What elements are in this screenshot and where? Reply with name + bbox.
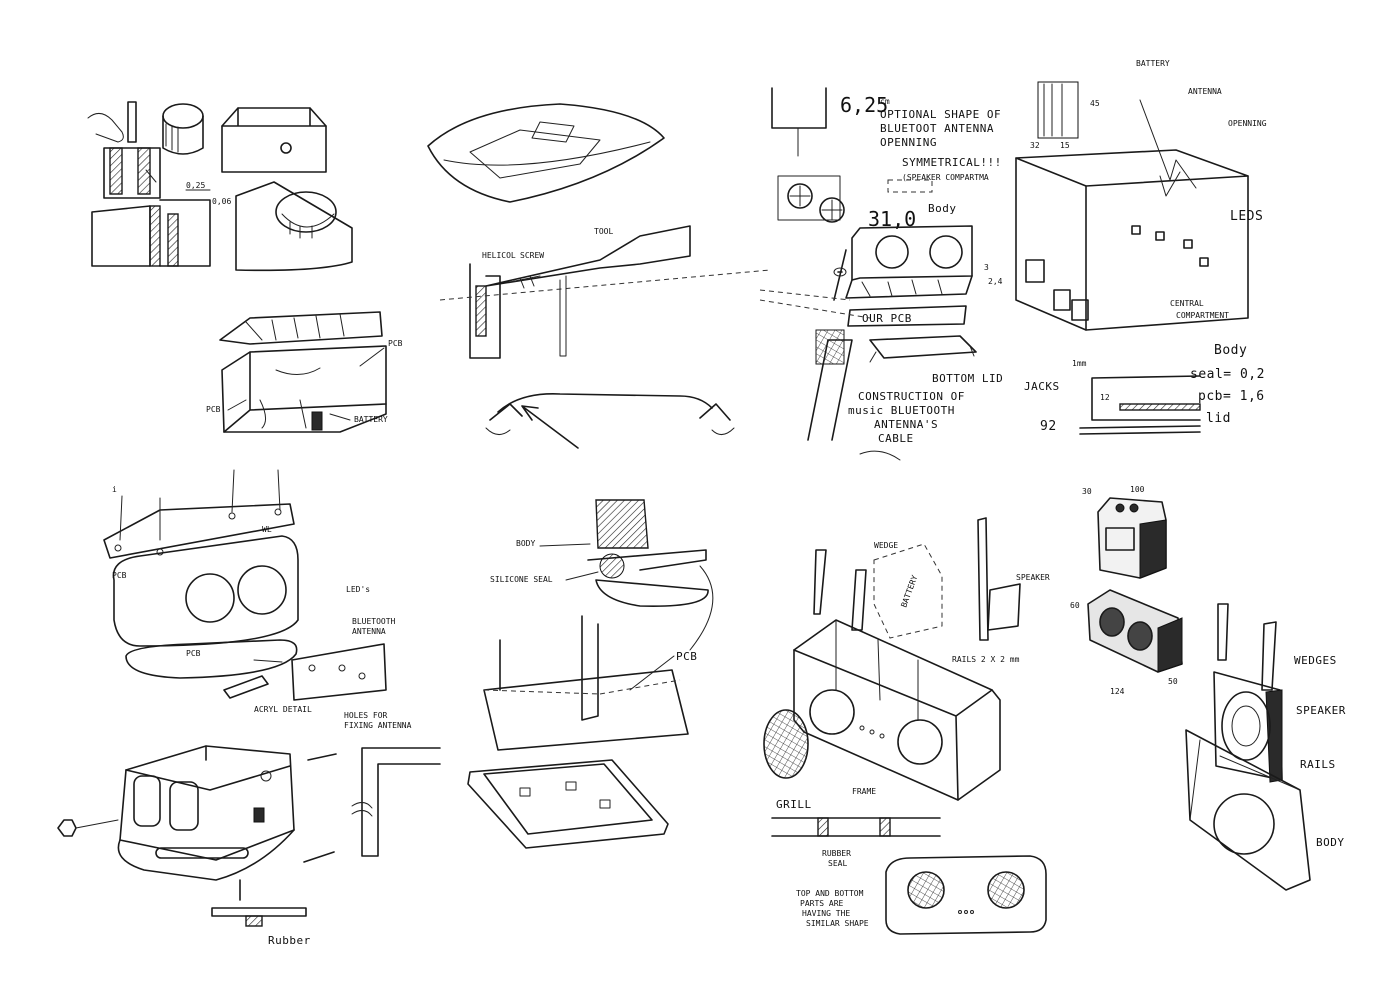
label-acryl-detail: ACRYL DETAIL bbox=[254, 705, 312, 714]
label-leds-lower: LED's bbox=[346, 585, 370, 594]
label-screw: SCREW bbox=[520, 251, 544, 260]
label-central-2: COMPARTMENT bbox=[1176, 311, 1229, 320]
label-top-bottom-2: PARTS ARE bbox=[800, 899, 844, 908]
dim-625: 6,25 bbox=[840, 93, 888, 117]
label-body: Body bbox=[928, 202, 957, 215]
label-construction-4: CABLE bbox=[878, 432, 914, 445]
dim-025: 0,25 bbox=[186, 181, 205, 190]
dim-1mm: 1mm bbox=[1072, 359, 1087, 368]
bottom-box-rubber: Rubber bbox=[57, 745, 441, 947]
label-body-right: BODY bbox=[1316, 836, 1345, 849]
exploded-frame-speakers: WEDGE BATTERY SPEAKER RAILS 2 X 2 mm GRI… bbox=[763, 517, 1050, 935]
dim-45: 45 bbox=[1090, 99, 1100, 108]
label-frame: FRAME bbox=[852, 787, 876, 796]
lid-screw-profile-sketches: HELICOL SCREW TOOL bbox=[427, 103, 771, 449]
label-openning: OPENNING bbox=[880, 136, 937, 149]
label-top-bottom-4: SIMILAR SHAPE bbox=[806, 919, 869, 928]
label-leds: LEDS bbox=[1230, 209, 1263, 224]
label-construction-3: ANTENNA'S bbox=[874, 418, 938, 431]
label-pcb-thickness: pcb= 1,6 bbox=[1198, 389, 1265, 404]
dim-3: 3 bbox=[984, 263, 989, 272]
dim-100: 100 bbox=[1130, 485, 1145, 494]
label-symmetrical: SYMMETRICAL!!! bbox=[902, 156, 1002, 169]
label-grill: GRILL bbox=[776, 798, 812, 811]
label-body-seal: BODY bbox=[516, 539, 535, 548]
label-holes-1: HOLES FOR bbox=[344, 711, 388, 720]
rendered-boxes-side-exploded: 30 100 60 124 50 WEDGES SPEAKER RAILS BO… bbox=[1070, 485, 1346, 891]
label-construction-2: music BLUETOOTH bbox=[848, 404, 955, 417]
label-wedges: WEDGES bbox=[1294, 654, 1337, 667]
label-jacks: JACKS bbox=[1024, 380, 1060, 393]
dim-124: 124 bbox=[1110, 687, 1125, 696]
dim-32: 32 bbox=[1030, 141, 1040, 150]
label-antenna: ANTENNA bbox=[1188, 87, 1222, 96]
label-openning-right: OPENNING bbox=[1228, 119, 1267, 128]
label-battery-small: BATTERY bbox=[354, 415, 388, 424]
label-construction-1: CONSTRUCTION OF bbox=[858, 390, 965, 403]
detail-sketches-top-left: 0,25 0,06 bbox=[87, 101, 353, 272]
label-top-bottom-1: TOP AND BOTTOM bbox=[796, 889, 864, 898]
label-lid: lid bbox=[1206, 411, 1231, 426]
unit-cm: cm bbox=[880, 97, 890, 106]
label-central-1: CENTRAL bbox=[1170, 299, 1204, 308]
label-pcb-lower2: PCB bbox=[186, 649, 201, 658]
box-internals-top-right: BATTERY 45 32 15 ANTENNA OPENNING LEDS J… bbox=[1015, 59, 1267, 435]
label-bt-antenna-2: ANTENNA bbox=[352, 627, 386, 636]
label-rubber-seal-2: SEAL bbox=[828, 859, 847, 868]
label-wl: WL bbox=[262, 525, 272, 534]
label-pcb-lower: PCB bbox=[112, 571, 127, 580]
label-pcb-top: PCB bbox=[388, 339, 403, 348]
label-pcb-mid: PCB bbox=[676, 650, 697, 663]
label-bluetooth-antenna: BLUETOOT ANTENNA bbox=[880, 122, 994, 135]
dim-24: 2,4 bbox=[988, 277, 1003, 286]
label-holes-2: FIXING ANTENNA bbox=[344, 721, 412, 730]
label-rails-right: RAILS bbox=[1300, 758, 1336, 771]
label-optional-shape: OPTIONAL SHAPE OF bbox=[880, 108, 1001, 121]
label-rubber-seal-1: RUBBER bbox=[822, 849, 851, 858]
dim-60: 60 bbox=[1070, 601, 1080, 610]
exploded-speaker-housing: i WL LED's BLUETOOTH ANTENNA PCB PCB ACR… bbox=[103, 469, 412, 730]
label-battery-vertical: BATTERY bbox=[899, 574, 919, 609]
label-speaker-compartment: (SPEAKER COMPARTMA bbox=[902, 173, 989, 182]
label-seal: seal= 0,2 bbox=[1190, 367, 1265, 382]
dim-50: 50 bbox=[1168, 677, 1178, 686]
label-battery: BATTERY bbox=[1136, 59, 1170, 68]
label-rails: RAILS 2 X 2 mm bbox=[952, 655, 1020, 664]
label-silicone-seal: SILICONE SEAL bbox=[490, 575, 553, 584]
label-pcb-left: PCB bbox=[206, 405, 221, 414]
label-bottom-lid: BOTTOM LID bbox=[932, 372, 1003, 385]
label-rubber: Rubber bbox=[268, 934, 311, 947]
label-power-icon: i bbox=[112, 485, 117, 494]
dim-006: 0,06 bbox=[212, 197, 231, 206]
seal-section-frame: BODY SILICONE SEAL PCB bbox=[467, 499, 714, 849]
dim-30: 30 bbox=[1082, 487, 1092, 496]
label-body-2: Body bbox=[1214, 343, 1247, 358]
label-wedge: WEDGE bbox=[874, 541, 898, 550]
dim-15: 15 bbox=[1060, 141, 1070, 150]
label-speaker-right: SPEAKER bbox=[1296, 704, 1346, 717]
antenna-body-section: 6,25 cm OPTIONAL SHAPE OF BLUETOOT ANTEN… bbox=[759, 87, 1003, 461]
label-top-bottom-3: HAVING THE bbox=[802, 909, 850, 918]
label-our-pcb: OUR PCB bbox=[862, 312, 912, 325]
dim-12: 12 bbox=[1100, 393, 1110, 402]
label-tool: TOOL bbox=[594, 227, 613, 236]
dim-92: 92 bbox=[1040, 419, 1057, 434]
exploded-pcb-battery-box: PCB PCB BATTERY bbox=[206, 311, 403, 433]
label-speaker: SPEAKER bbox=[1016, 573, 1050, 582]
label-helicol: HELICOL bbox=[482, 251, 516, 260]
label-bt-antenna-1: BLUETOOTH bbox=[352, 617, 396, 626]
